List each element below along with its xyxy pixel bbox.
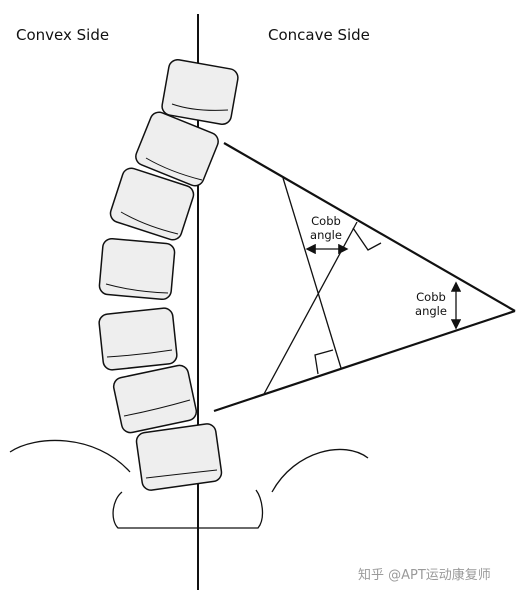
vertebra-6 [112,364,198,434]
lower-endplate-line [213,309,516,413]
right-angle-marker-lower [314,349,334,375]
watermark: 知乎 @APT运动康复师 [358,568,491,583]
convex-side-label: Convex Side [16,26,110,44]
vertebra-shading [105,103,229,479]
pelvis [9,439,369,529]
vertebra-1 [161,59,239,125]
concave-side-label: Concave Side [268,26,370,44]
cobb-triangle [213,142,516,413]
vertebra-3 [109,167,195,241]
upper-endplate-line [223,142,516,312]
vertebra-4 [98,237,176,301]
cobb-angle-inner-label: Cobb angle [310,214,342,242]
vertebra-5 [98,307,178,371]
vertebrae [98,59,239,491]
vertebra-7 [135,423,223,491]
cobb-angle-outer-label: Cobb angle [415,290,447,318]
right-angle-marker-upper [352,227,382,251]
vertebra-2 [135,111,219,187]
